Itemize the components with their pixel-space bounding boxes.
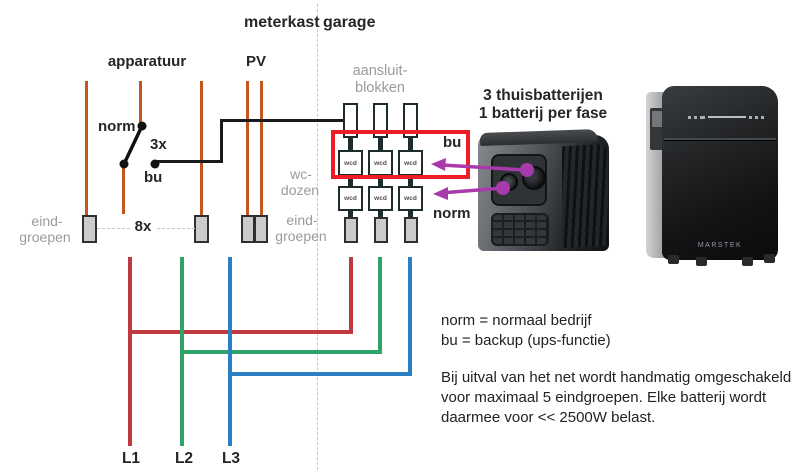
product-foot <box>696 257 707 266</box>
switch-norm-label: norm <box>98 118 136 135</box>
paragraph-line-3: daarmee voor << 2500W belast. <box>441 409 656 426</box>
product-foot <box>668 255 679 264</box>
paragraph-line-2: voor maximaal 5 eindgroepen. Elke batter… <box>441 389 767 406</box>
phase-l1-line-right <box>349 257 353 334</box>
paragraph-line-1: Bij uitval van het net wordt handmatig o… <box>441 369 792 386</box>
backup-line-horizontal-high <box>220 119 345 122</box>
phase-l2-line-horizontal <box>180 350 382 354</box>
phase-label-l3: L3 <box>221 450 241 467</box>
stub <box>378 138 383 151</box>
product-brand-label: MARSTEK <box>697 242 743 249</box>
groups-count-label: 8x <box>130 218 156 236</box>
indicator-icon <box>700 115 705 119</box>
legend-line-norm: norm = normaal bedrijf <box>441 312 592 329</box>
pv-box-2 <box>254 215 268 243</box>
stub <box>378 210 383 218</box>
eindgroep-box-right-3 <box>404 217 418 243</box>
battery-caption-line1: 3 thuisbatterijen <box>483 87 603 104</box>
circuit-line-apparatuur-2 <box>139 81 142 124</box>
aansluitblokken-label-line1: aansluit- <box>352 63 408 79</box>
pv-label: PV <box>245 53 267 70</box>
battery-closeup-photo <box>478 128 609 252</box>
circuit-line-apparatuur-3 <box>200 81 203 216</box>
wcdozen-label-line1: wc- <box>290 166 312 182</box>
aansluitblokken-label-line2: blokken <box>355 80 405 96</box>
zone-label-garage: garage <box>323 14 376 31</box>
stub <box>348 138 353 151</box>
eindgroep-box-right-2 <box>374 217 388 243</box>
wcd-box-norm-1: wcd <box>338 186 363 211</box>
meterkast-garage-divider <box>317 4 318 470</box>
aansluitblok-3 <box>403 103 418 138</box>
closeup-connector-large <box>522 166 546 190</box>
indicator-icon <box>761 115 764 119</box>
stub <box>408 138 413 151</box>
legend-line-bu: bu = backup (ups-functie) <box>441 332 611 349</box>
circuit-line-pv-2 <box>260 81 263 216</box>
eindgroep-box-1 <box>82 215 97 243</box>
closeup-connector-small <box>500 173 518 191</box>
switch-bu-label: bu <box>144 169 163 186</box>
phase-l2-line-right <box>378 257 382 354</box>
phase-label-l2: L2 <box>174 450 194 467</box>
indicator-icon <box>755 115 758 119</box>
wcd-box-bu-3: wcd <box>398 150 423 176</box>
product-front-face: MARSTEK <box>662 86 778 260</box>
indicator-icon <box>688 115 691 119</box>
eindgroepen-right-label-line2: groepen <box>275 228 327 244</box>
closeup-connector-panel <box>491 154 547 206</box>
stub <box>408 210 413 218</box>
eindgroepen-right-label-line1: eind- <box>286 212 318 228</box>
eindgroep-box-2 <box>194 215 209 243</box>
indicator-icon <box>749 115 752 119</box>
backup-row-highlight-rect <box>331 130 470 179</box>
norm-row-label: norm <box>433 205 471 222</box>
norm-arrowhead-icon <box>433 187 448 200</box>
phase-l3-line-left <box>228 257 232 446</box>
product-foot <box>764 254 775 263</box>
switch-count-label: 3x <box>150 136 167 153</box>
phase-l3-line-horizontal <box>228 372 412 376</box>
eindgroepen-left-label-line1: eind- <box>31 213 63 229</box>
wcd-box-norm-3: wcd <box>398 186 423 211</box>
product-foot <box>742 257 753 266</box>
zone-label-meterkast: meterkast <box>244 14 320 31</box>
phase-l1-line-left <box>128 257 132 446</box>
battery-caption-line2: 1 batterij per fase <box>478 105 608 122</box>
indicator-bar <box>708 116 746 118</box>
stub <box>348 175 353 187</box>
closeup-vent-grille <box>491 213 549 246</box>
stub <box>378 175 383 187</box>
bu-row-label: bu <box>443 134 462 151</box>
phase-l1-line-horizontal <box>128 330 353 334</box>
backup-line-vertical <box>220 119 223 163</box>
aansluitblok-2 <box>373 103 388 138</box>
battery-product-photo: MARSTEK <box>644 84 780 266</box>
closeup-side-ridges <box>562 143 608 249</box>
product-side-display-screen <box>652 111 664 127</box>
stub <box>408 175 413 187</box>
product-seam-line <box>664 138 776 140</box>
indicator-icon <box>694 115 697 119</box>
wcdozen-label-line2: dozen <box>280 182 320 198</box>
apparatuur-label: apparatuur <box>107 53 187 70</box>
circuit-line-pv-1 <box>246 81 249 216</box>
product-indicator-row <box>688 114 764 120</box>
phase-label-l1: L1 <box>121 450 141 467</box>
phase-l3-line-right <box>408 257 412 376</box>
eindgroep-box-right-1 <box>344 217 358 243</box>
circuit-line-apparatuur-1 <box>85 81 88 216</box>
eindgroepen-left-label-line2: groepen <box>19 229 71 245</box>
backup-line-horizontal-low <box>155 160 223 163</box>
stub <box>348 210 353 218</box>
aansluitblok-1 <box>343 103 358 138</box>
wcd-box-norm-2: wcd <box>368 186 393 211</box>
circuit-line-switch-output <box>122 167 125 214</box>
pv-box-1 <box>241 215 255 243</box>
